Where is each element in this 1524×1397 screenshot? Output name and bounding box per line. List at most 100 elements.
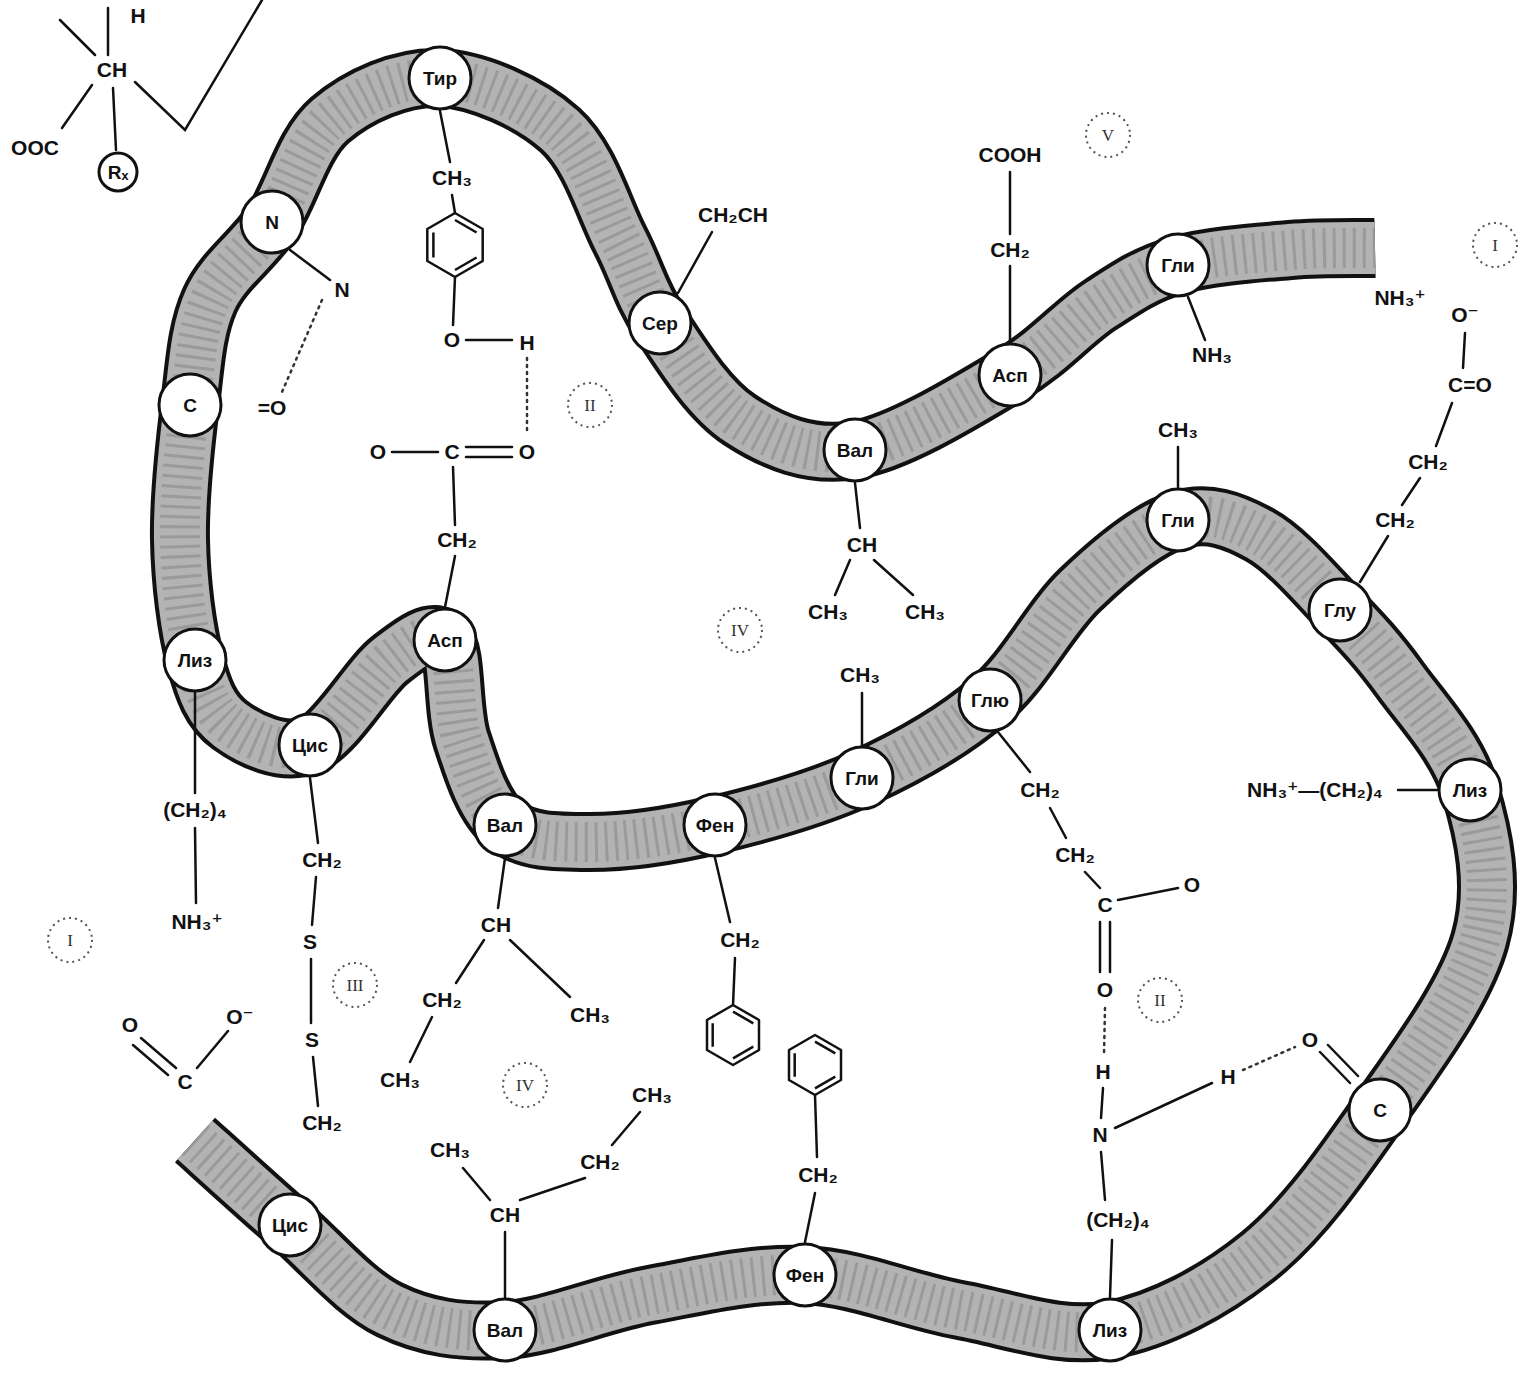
circle-shape — [259, 1194, 321, 1256]
residue-name: Фен — [696, 816, 734, 835]
residue-name: Rₓ — [108, 163, 129, 182]
amino-acid-circle: Асп — [977, 342, 1043, 408]
ribbon-outline — [180, 78, 1487, 1332]
chemical-group: C — [442, 441, 461, 463]
chemical-group: O — [120, 1014, 140, 1036]
chemical-group: NH₃⁺ — [1372, 287, 1427, 309]
residue-name: Гли — [1161, 256, 1195, 275]
chemical-group: CH₃ — [568, 1004, 612, 1026]
chemical-group: NH₃⁺ — [169, 911, 224, 933]
chemical-group: CH₂ — [796, 1164, 840, 1186]
chemical-group: CH₂ — [300, 1112, 344, 1134]
chemical-group: CH₃ — [903, 601, 947, 623]
circle-shape — [1473, 223, 1517, 267]
chemical-group: CH₂ — [1018, 779, 1062, 801]
chemical-group: H — [517, 332, 536, 354]
interaction-marker: I — [1471, 221, 1519, 269]
amino-acid-circle: Гли — [1145, 232, 1211, 298]
chemical-group: (CH₂)₄ — [1084, 1209, 1152, 1231]
chemical-group: CH₃ — [378, 1069, 422, 1091]
residue-name: Фен — [786, 1266, 824, 1285]
residue-name: Тир — [423, 69, 457, 88]
circle-shape — [474, 1299, 536, 1361]
circle-shape — [979, 344, 1041, 406]
roman-numeral: I — [67, 932, 73, 949]
chemical-group: CH₂CH — [696, 204, 770, 226]
circle-shape — [241, 191, 303, 253]
interaction-marker: II — [566, 381, 614, 429]
amino-acid-circle: Сер — [627, 290, 693, 356]
chemical-group: CH — [488, 1204, 522, 1226]
chemical-group: C — [1095, 894, 1114, 916]
chemical-group: O⁻ — [224, 1006, 255, 1028]
amino-acid-circle: Лиз — [162, 627, 228, 693]
chemical-group: CH₃ — [630, 1084, 674, 1106]
roman-numeral: II — [584, 397, 595, 414]
chemical-group: CH₃ — [806, 601, 850, 623]
amino-acid-circle: Глу — [1307, 577, 1373, 643]
chemical-group: CH₂ — [578, 1151, 622, 1173]
interaction-marker: IV — [716, 606, 764, 654]
circle-shape — [414, 609, 476, 671]
chemical-group: NH₃⁺—(CH₂)₄ — [1245, 779, 1385, 801]
chemical-group: N — [332, 279, 351, 301]
amino-acid-circle: Гли — [1145, 487, 1211, 553]
amino-acid-circle: Гли — [829, 745, 895, 811]
amino-acid-circle: Тир — [407, 45, 473, 111]
amino-acid-circle: Цис — [277, 712, 343, 778]
circle-shape — [1309, 579, 1371, 641]
chemical-group: O⁻ — [1449, 304, 1480, 326]
amino-acid-circle: Асп — [412, 607, 478, 673]
chemical-group: S — [301, 931, 319, 953]
chemical-group: NH₃ — [1190, 344, 1234, 366]
circle-shape — [99, 153, 137, 191]
amino-acid-circle: Лиз — [1437, 757, 1503, 823]
roman-numeral: I — [1492, 237, 1498, 254]
residue-name: C — [1373, 1101, 1387, 1120]
ribbon-fill — [180, 78, 1487, 1332]
chemical-group: CH₂ — [435, 529, 479, 551]
hydrogen-bond — [282, 300, 1295, 1070]
residue-name: C — [183, 396, 197, 415]
amino-acid-circle: Лиз — [1077, 1297, 1143, 1363]
residue-name: Лиз — [1093, 1321, 1127, 1340]
chemical-group: CH₂ — [988, 239, 1032, 261]
side-chain-circle: Rₓ — [97, 151, 139, 193]
interaction-marker: II — [1136, 976, 1184, 1024]
chemical-group: O — [1095, 979, 1115, 1001]
circle-shape — [279, 714, 341, 776]
roman-numeral: II — [1154, 992, 1165, 1009]
amino-acid-circle: N — [239, 189, 305, 255]
circle-shape — [164, 629, 226, 691]
residue-name: Вал — [837, 441, 873, 460]
chemical-group: CH₂ — [300, 849, 344, 871]
residue-name: Цис — [292, 736, 328, 755]
circle-shape — [159, 374, 221, 436]
residue-name: Вал — [487, 816, 523, 835]
circle-shape — [474, 794, 536, 856]
residue-name: Асп — [427, 631, 463, 650]
chemical-group: CH₂ — [1053, 844, 1097, 866]
circle-shape — [333, 963, 377, 1007]
circle-shape — [774, 1244, 836, 1306]
chemical-group: CH — [95, 59, 129, 81]
circle-shape — [1349, 1079, 1411, 1141]
ribbon-texture — [180, 78, 1487, 1332]
circle-shape — [409, 47, 471, 109]
chemical-group: H — [1093, 1061, 1112, 1083]
chemical-group: O — [517, 441, 537, 463]
chemical-group: CH — [845, 534, 879, 556]
amino-acid-circle: Фен — [682, 792, 748, 858]
chemical-group: H — [1218, 1066, 1237, 1088]
circle-shape — [831, 747, 893, 809]
chemical-group: =O — [256, 397, 289, 419]
chemical-group: CH₂ — [1406, 451, 1450, 473]
residue-name: Сер — [642, 314, 678, 333]
circle-shape — [1147, 489, 1209, 551]
roman-numeral: III — [347, 977, 364, 994]
circle-shape — [1138, 978, 1182, 1022]
circle-shape — [48, 918, 92, 962]
residue-name: Вал — [487, 1321, 523, 1340]
bond-lines — [60, 0, 1465, 1297]
interaction-marker: III — [331, 961, 379, 1009]
